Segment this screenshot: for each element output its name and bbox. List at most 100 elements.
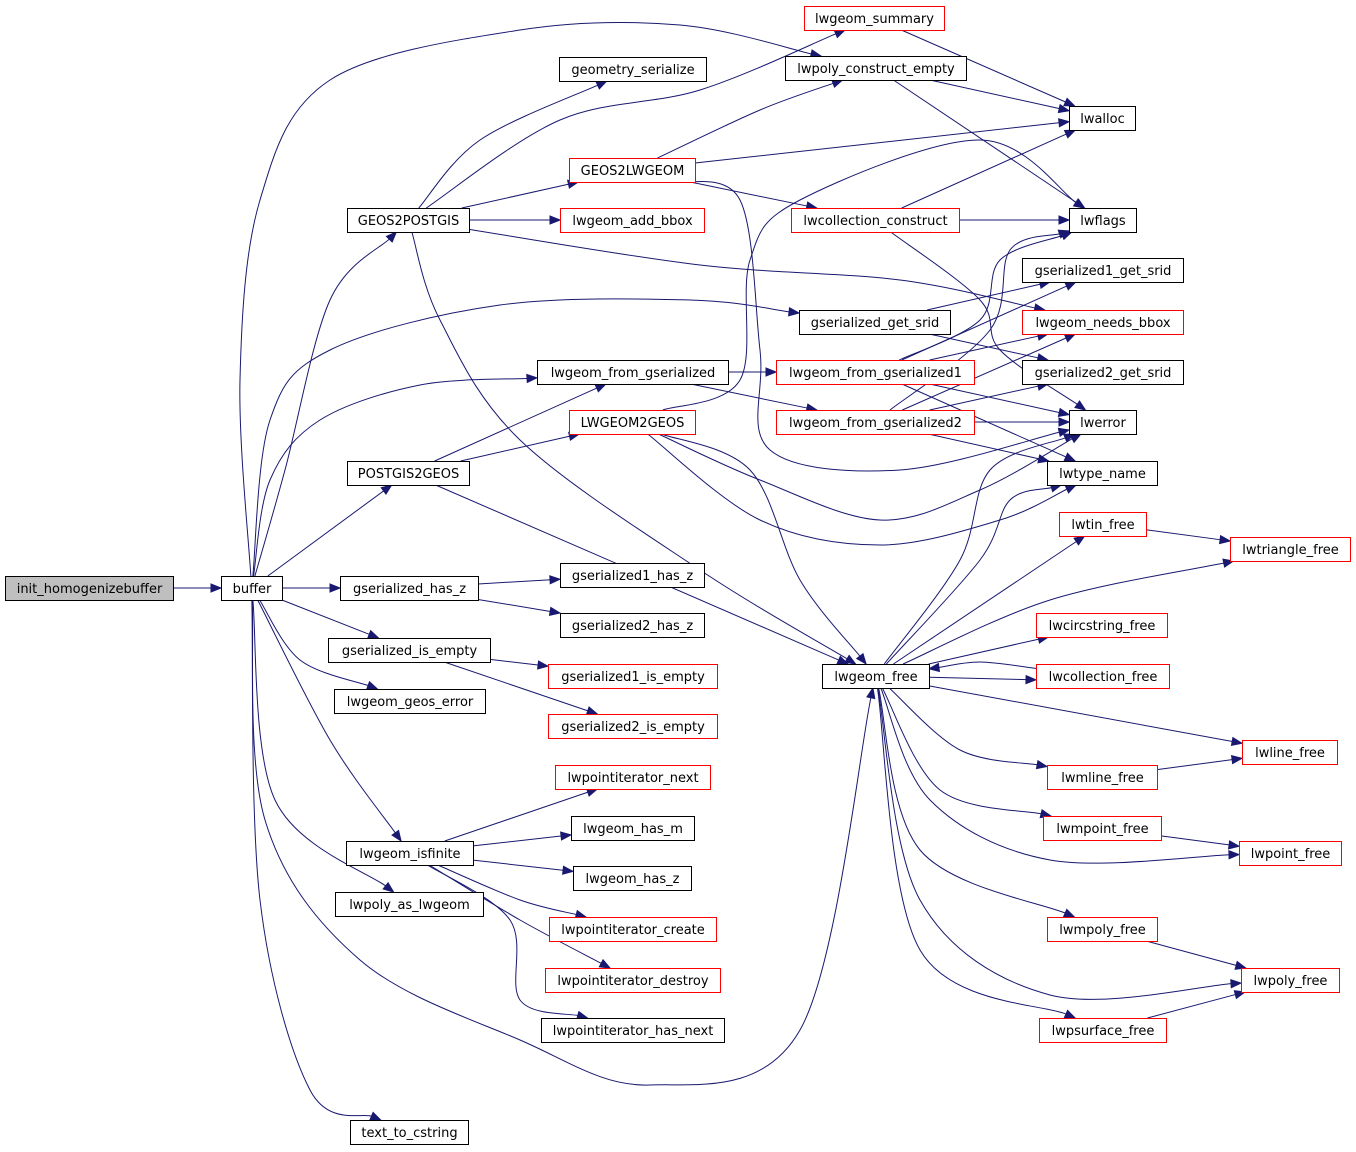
node-GEOS2POSTGIS[interactable]: GEOS2POSTGIS [347,208,470,233]
node-lwerror[interactable]: lwerror [1069,410,1137,435]
arrowhead-icon [549,215,562,225]
arrowhead-icon [1035,759,1049,770]
arrowhead-icon [1230,755,1244,765]
node-box [560,613,705,638]
node-gserialized2_has_z[interactable]: gserialized2_has_z [560,613,705,638]
node-lwmline_free[interactable]: lwmline_free [1047,765,1158,790]
node-gserialized2_get_srid[interactable]: gserialized2_get_srid [1022,360,1184,385]
node-gserialized_has_z[interactable]: gserialized_has_z [340,576,479,601]
edge-lwgeom_isfinite-to-lwgeom_has_z [472,859,575,875]
node-box [545,968,721,993]
node-geometry_serialize[interactable]: geometry_serialize [559,57,707,82]
node-gserialized_is_empty[interactable]: gserialized_is_empty [328,638,491,663]
edge-lwcollection_construct-to-lwflags [959,215,1071,225]
node-lwtin_free[interactable]: lwtin_free [1059,512,1147,537]
edge-init_homogenizebuffer-to-buffer [173,583,223,593]
edge-lwgeom_free-to-lwpoint_free [880,687,1241,864]
node-lwtype_name[interactable]: lwtype_name [1047,461,1158,486]
edge-buffer-to-lwgeom_isfinite [257,599,402,843]
node-label: lwpointiterator_has_next [553,1024,714,1039]
node-LWGEOM2GEOS[interactable]: LWGEOM2GEOS [569,410,696,435]
edge-line [901,133,1068,209]
node-buffer[interactable]: buffer [221,576,283,601]
arrowhead-icon [1057,229,1071,239]
node-lwgeom_free[interactable]: lwgeom_free [822,664,930,689]
node-lwgeom_geos_error[interactable]: lwgeom_geos_error [334,689,486,714]
node-label: POSTGIS2GEOS [358,467,459,482]
edge-line [878,687,1067,914]
node-lwtriangle_free[interactable]: lwtriangle_free [1230,537,1351,562]
node-lwpoint_free[interactable]: lwpoint_free [1239,841,1342,866]
edge-line [928,638,1040,665]
node-label: lwpoly_as_lwgeom [349,898,470,913]
edge-line [427,864,579,1017]
node-label: lwgeom_needs_bbox [1035,316,1170,331]
node-label: gserialized1_has_z [572,569,693,584]
edge-line [893,79,1078,204]
edge-lwmpoint_free-to-lwpoint_free [1160,835,1241,850]
node-lwgeom_has_m[interactable]: lwgeom_has_m [571,816,695,841]
edge-lwgeom_free-to-lwcollection_free [928,674,1038,685]
node-label: gserialized_is_empty [342,644,478,659]
node-lwgeom_isfinite[interactable]: lwgeom_isfinite [346,841,474,866]
edge-line [444,661,589,712]
node-gserialized2_is_empty[interactable]: gserialized2_is_empty [548,714,718,739]
edge-lwgeom_summary-to-lwalloc [901,29,1076,107]
edge-line [902,337,1068,411]
edge-GEOS2POSTGIS-to-GEOS2LWGEOM [461,179,580,209]
edge-lwtin_free-to-lwtriangle_free [1145,529,1232,545]
node-label: lwalloc [1080,112,1125,127]
edge-line [876,687,1068,1015]
node-lwcollection_construct[interactable]: lwcollection_construct [791,208,960,233]
edge-lwgeom_free-to-lwtype_name [885,483,1063,665]
node-lwcircstring_free[interactable]: lwcircstring_free [1036,613,1168,638]
node-text_to_cstring[interactable]: text_to_cstring [350,1120,469,1145]
node-lwpsurface_free[interactable]: lwpsurface_free [1039,1018,1167,1043]
node-lwmpoly_free[interactable]: lwmpoly_free [1047,917,1158,942]
arrowhead-icon [380,484,393,496]
node-lwgeom_has_z[interactable]: lwgeom_has_z [573,866,692,891]
node-GEOS2LWGEOM[interactable]: GEOS2LWGEOM [569,158,696,183]
node-gserialized1_has_z[interactable]: gserialized1_has_z [560,563,705,588]
node-lwflags[interactable]: lwflags [1069,208,1137,233]
call-edges [173,21,1248,1121]
node-box [328,638,491,663]
node-lwpointiterator_create[interactable]: lwpointiterator_create [549,917,717,942]
edge-lwpsurface_free-to-lwpoly_free [1147,990,1247,1019]
node-lwpointiterator_next[interactable]: lwpointiterator_next [555,765,711,790]
node-gserialized_get_srid[interactable]: gserialized_get_srid [799,310,951,335]
node-label: gserialized1_get_srid [1035,264,1172,279]
node-label: lwgeom_from_gserialized [551,366,716,381]
node-lwpoly_as_lwgeom[interactable]: lwpoly_as_lwgeom [335,892,484,917]
arrowhead-icon [844,654,857,665]
node-lwalloc[interactable]: lwalloc [1069,106,1136,131]
node-POSTGIS2GEOS[interactable]: POSTGIS2GEOS [347,461,470,486]
node-lwgeom_from_gserialized1[interactable]: lwgeom_from_gserialized1 [776,360,975,385]
edge-line [434,387,598,462]
node-label: lwtype_name [1059,467,1146,482]
node-box [822,664,930,689]
node-box [1069,208,1137,233]
node-lwgeom_needs_bbox[interactable]: lwgeom_needs_bbox [1022,310,1184,335]
node-gserialized1_get_srid[interactable]: gserialized1_get_srid [1022,258,1184,283]
node-box [569,410,696,435]
node-lwgeom_from_gserialized[interactable]: lwgeom_from_gserialized [537,360,729,385]
node-lwgeom_add_bbox[interactable]: lwgeom_add_bbox [560,208,705,233]
node-label: LWGEOM2GEOS [581,416,685,431]
node-lwgeom_from_gserialized2[interactable]: lwgeom_from_gserialized2 [776,410,975,435]
node-lwcollection_free[interactable]: lwcollection_free [1036,664,1170,689]
node-lwpoly_free[interactable]: lwpoly_free [1241,968,1340,993]
node-lwmpoint_free[interactable]: lwmpoint_free [1043,816,1162,841]
arrowhead-icon [548,606,562,617]
node-lwpoly_construct_empty[interactable]: lwpoly_construct_empty [785,56,967,81]
node-lwpointiterator_has_next[interactable]: lwpointiterator_has_next [541,1018,725,1043]
edge-line [477,598,552,613]
node-lwline_free[interactable]: lwline_free [1242,740,1338,765]
arrowhead-icon [1234,960,1248,970]
node-label: GEOS2LWGEOM [581,164,685,179]
edge-line [647,433,1068,546]
node-lwgeom_summary[interactable]: lwgeom_summary [804,6,945,31]
node-lwpointiterator_destroy[interactable]: lwpointiterator_destroy [545,968,721,993]
node-gserialized1_is_empty[interactable]: gserialized1_is_empty [548,664,718,689]
node-box [560,563,705,588]
